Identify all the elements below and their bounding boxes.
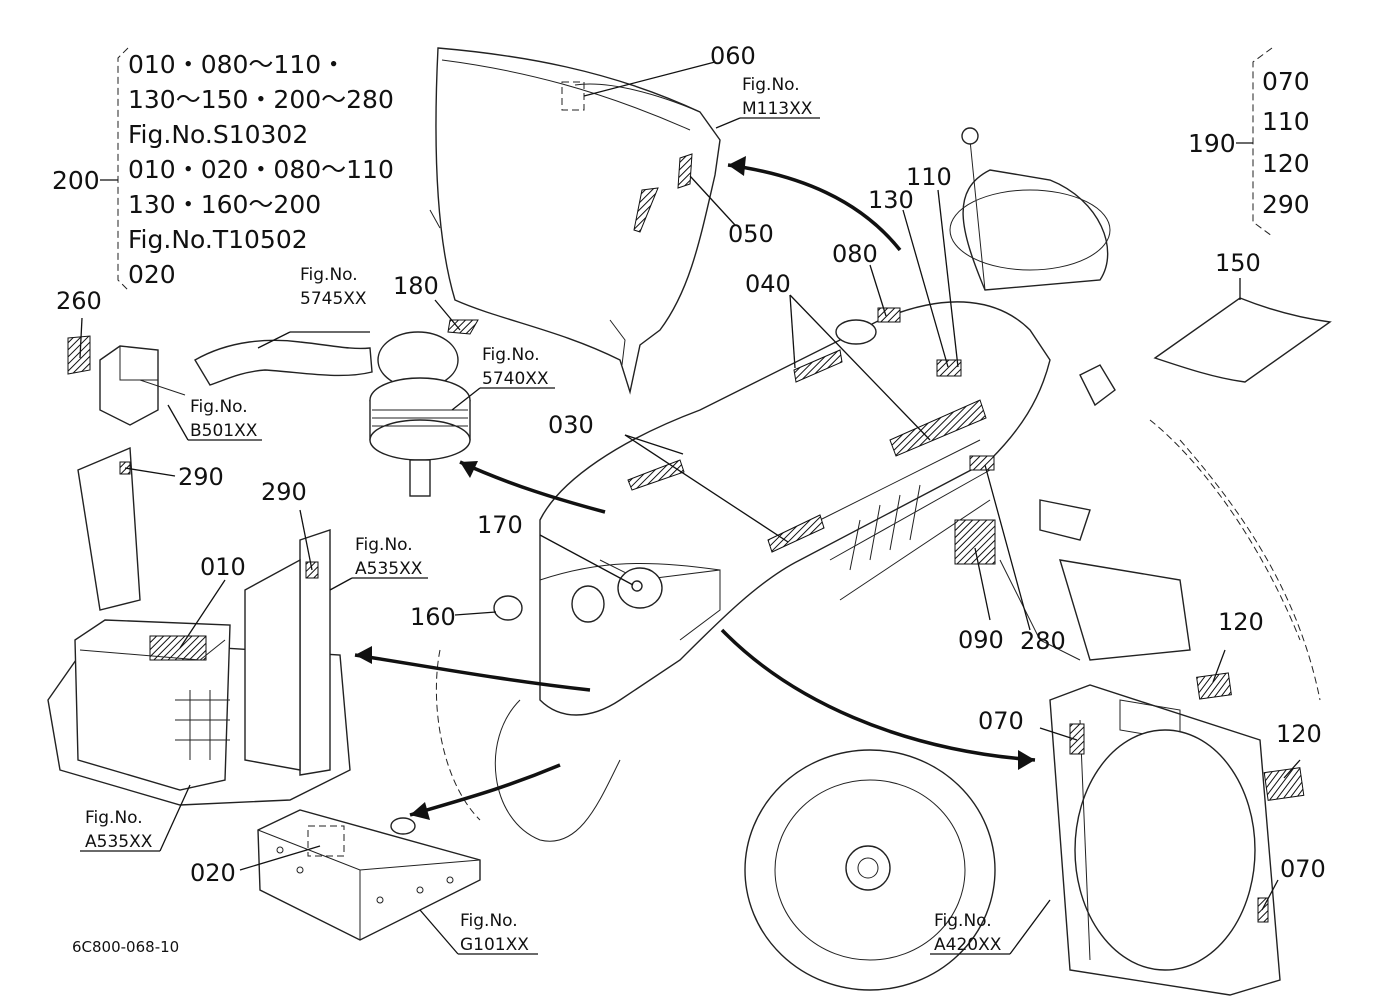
bracket-200-line-6: Fig.No.T10502: [128, 225, 308, 254]
part-label-060: 060: [710, 42, 756, 70]
part-label-110: 110: [906, 163, 952, 191]
part-label-050: 050: [728, 220, 774, 248]
part-label-160: 160: [410, 603, 456, 631]
bracket-200-line-5: 130・160～200: [128, 190, 321, 219]
figref-m113-line1: Fig.No.: [742, 75, 800, 95]
air-cleaner-part: [194, 319, 479, 497]
figref-a535b-line2: A535XX: [85, 832, 153, 852]
part-label-290-a: 290: [178, 463, 224, 491]
bracket-200-line-7: 020: [128, 260, 176, 289]
figref-a535a-line1: Fig.No.: [355, 535, 413, 555]
decal-120-a: [1196, 672, 1232, 700]
drawing-code: 6C800-068-10: [72, 938, 179, 956]
part-label-260: 260: [56, 287, 102, 315]
part-label-180: 180: [393, 272, 439, 300]
figref-b501-line2: B501XX: [190, 421, 258, 441]
decal-120-b: [1263, 767, 1305, 801]
bracket-200-line-4: 010・020・080～110: [128, 155, 394, 184]
part-label-290-b: 290: [261, 478, 307, 506]
figref-a420-line1: Fig.No.: [934, 911, 992, 931]
battery-assembly: [47, 446, 351, 806]
bracket-190-line-2: 110: [1262, 107, 1310, 136]
bracket-200: 200 010・080～110・ 130～150・200～280 Fig.No.…: [52, 47, 394, 291]
figref-a535b-line1: Fig.No.: [85, 808, 143, 828]
part-label-150: 150: [1215, 249, 1261, 277]
figref-5740-line2: 5740XX: [482, 369, 549, 389]
part-label-120-a: 120: [1218, 608, 1264, 636]
figref-b501-line1: Fig.No.: [190, 397, 248, 417]
part-label-120-b: 120: [1276, 720, 1322, 748]
figref-g101-line1: Fig.No.: [460, 911, 518, 931]
part-label-020: 020: [190, 859, 236, 887]
part-label-170: 170: [477, 511, 523, 539]
figref-m113-line2: M113XX: [742, 99, 813, 119]
bracket-190-line-4: 290: [1262, 190, 1310, 219]
part-label-090: 090: [958, 626, 1004, 654]
bracket-190-line-1: 070: [1262, 67, 1310, 96]
part-label-030: 030: [548, 411, 594, 439]
bracket-200-label: 200: [52, 166, 100, 195]
part-labels: 060 050 040 030 080 130 110 150 090 280 …: [56, 42, 1326, 887]
figref-5745-line1: Fig.No.: [300, 265, 358, 285]
part-label-040: 040: [745, 270, 791, 298]
decal-sheet-150: [1153, 297, 1332, 383]
bracket-190-line-3: 120: [1262, 149, 1310, 178]
figref-a420-line2: A420XX: [934, 935, 1002, 955]
tractor-body: [539, 127, 1321, 716]
figref-g101-line2: G101XX: [460, 935, 529, 955]
callout-arrows: [354, 156, 1036, 820]
leader-lines: [79, 61, 1301, 955]
part-label-010: 010: [200, 553, 246, 581]
fan-shroud-part: [1049, 684, 1281, 996]
bracket-200-line-3: Fig.No.S10302: [128, 120, 308, 149]
bracket-200-line-1: 010・080～110・: [128, 50, 346, 79]
front-frame-part: [257, 809, 481, 941]
bracket-190-label: 190: [1188, 129, 1236, 158]
figref-5740-line1: Fig.No.: [482, 345, 540, 365]
part-label-080: 080: [832, 240, 878, 268]
part-label-070-a: 070: [978, 707, 1024, 735]
hood-part: [429, 47, 721, 395]
part-label-130: 130: [868, 186, 914, 214]
bracket-190: 190 070 110 120 290: [1188, 47, 1310, 237]
figref-5745-line2: 5745XX: [300, 289, 367, 309]
part-label-070-b: 070: [1280, 855, 1326, 883]
figref-a535a-line2: A535XX: [355, 559, 423, 579]
wheels: [435, 649, 996, 991]
bracket-clip-part: [67, 335, 186, 426]
cap-part-160: [493, 595, 523, 621]
figure-references: Fig.No. M113XX Fig.No. 5745XX Fig.No. 57…: [85, 75, 1002, 955]
part-label-280: 280: [1020, 627, 1066, 655]
bracket-200-line-2: 130～150・200～280: [128, 85, 394, 114]
